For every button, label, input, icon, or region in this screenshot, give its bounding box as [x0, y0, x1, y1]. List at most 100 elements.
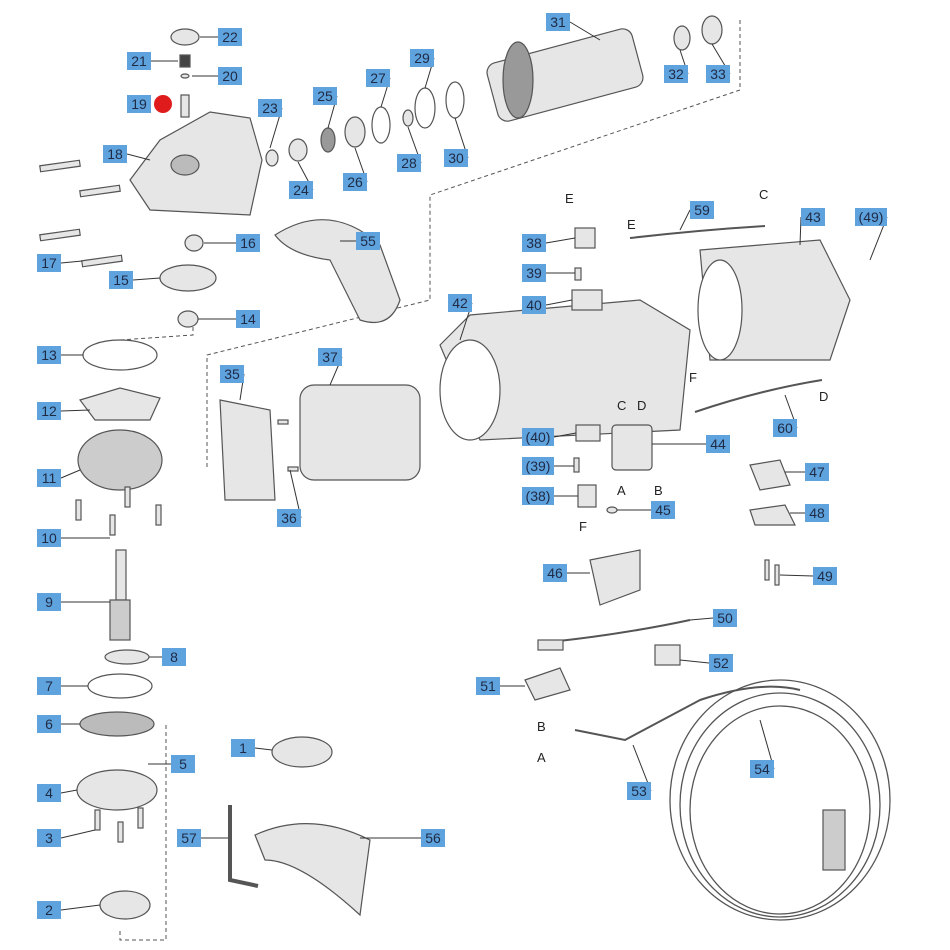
wire-end-label: D [637, 398, 647, 413]
part-callout: 35 [220, 365, 244, 383]
leader-line [60, 904, 101, 911]
leader-line [60, 409, 91, 412]
part-callout: 47 [805, 463, 829, 481]
part-callout: 30 [444, 149, 468, 167]
part-callout: 50 [713, 609, 737, 627]
part-callout: 54 [750, 760, 774, 778]
part-callout: 40 [522, 296, 546, 314]
part-callout: 53 [627, 782, 651, 800]
screws-left [39, 159, 123, 268]
part-callout: 25 [313, 87, 337, 105]
leader-line [60, 260, 83, 264]
part-callout: 17 [37, 254, 61, 272]
part-callout: 12 [37, 402, 61, 420]
part-callout: 44 [706, 435, 730, 453]
leader-line [126, 153, 151, 161]
part-callout: 16 [236, 234, 260, 252]
wire-end-label: C [759, 187, 769, 202]
part-callout: 39 [522, 264, 546, 282]
leader-line [689, 617, 714, 621]
leader-line [799, 216, 802, 246]
wire-end-label: B [537, 719, 546, 734]
wire-end-label: C [617, 398, 627, 413]
wire-end-label: F [579, 519, 587, 534]
part-callout: 5 [171, 755, 195, 773]
parts [39, 15, 891, 921]
switch [611, 424, 653, 471]
wire-end-label: E [565, 191, 574, 206]
leader-line [779, 574, 814, 577]
part-callout: 21 [127, 52, 151, 70]
wire-end-label: A [537, 750, 546, 765]
part-callout: 33 [706, 65, 730, 83]
part-callout: 57 [177, 829, 201, 847]
wire-end-label: F [689, 370, 697, 385]
part-callout: 46 [543, 564, 567, 582]
part-callout: 52 [709, 654, 733, 672]
part-callout: 26 [343, 173, 367, 191]
part-callout: 32 [664, 65, 688, 83]
part-callout: (38) [522, 487, 554, 505]
group-boundary-lines [119, 20, 741, 941]
part-callout: 37 [318, 348, 342, 366]
leader-line [60, 789, 78, 794]
part-callout: 28 [397, 154, 421, 172]
fan-baffle [219, 399, 276, 501]
part-callout: 29 [410, 49, 434, 67]
part-callout: 6 [37, 715, 61, 733]
part-callout: 1 [231, 739, 255, 757]
part-callout: 49 [813, 567, 837, 585]
part-callout: 14 [236, 310, 260, 328]
part-callout: 24 [289, 181, 313, 199]
leader-line [545, 237, 576, 244]
part-callout: 51 [476, 677, 500, 695]
part-callout: 31 [546, 13, 570, 31]
wire-end-label: E [627, 217, 636, 232]
leader-line [569, 21, 601, 41]
leader-line [553, 432, 577, 438]
wire-end-label: A [617, 483, 626, 498]
part-callout: (40) [522, 428, 554, 446]
part-callout: 9 [37, 593, 61, 611]
wire-end-label: D [819, 389, 829, 404]
leader-line [60, 829, 96, 839]
part-callout: 19 [127, 95, 151, 113]
part-callout: 36 [277, 509, 301, 527]
part-callout: 2 [37, 901, 61, 919]
part-callout: 22 [218, 28, 242, 46]
part-callout: 60 [773, 419, 797, 437]
part-callout: 11 [37, 469, 61, 487]
part-callout: 42 [448, 294, 472, 312]
power-cord [669, 679, 891, 921]
part-callout: 15 [109, 271, 133, 289]
part-callout: (49) [855, 208, 887, 226]
part-callout: 13 [37, 346, 61, 364]
part-callout: 48 [805, 504, 829, 522]
leader-line [545, 299, 573, 306]
part-callout: 45 [651, 501, 675, 519]
leader-line [254, 747, 273, 751]
part-callout: 59 [690, 201, 714, 219]
part-callout: 4 [37, 784, 61, 802]
part-callout: 20 [218, 67, 242, 85]
wheel-guard [254, 823, 371, 917]
side-handle [274, 219, 401, 324]
part-callout: 10 [37, 529, 61, 547]
stator [299, 384, 421, 481]
leader-line [60, 469, 81, 479]
part-callout: (39) [522, 457, 554, 475]
leader-line [679, 659, 710, 664]
marker-dot [154, 95, 172, 113]
part-callout: 38 [522, 234, 546, 252]
part-callout: 3 [37, 829, 61, 847]
part-callout: 27 [366, 69, 390, 87]
part-callout: 56 [421, 829, 445, 847]
motor-housing [439, 299, 691, 441]
wire-end-label: B [654, 483, 663, 498]
part-callout: 8 [162, 648, 186, 666]
part-callout: 18 [103, 145, 127, 163]
part-callout: 55 [356, 232, 380, 250]
part-callout: 43 [801, 208, 825, 226]
